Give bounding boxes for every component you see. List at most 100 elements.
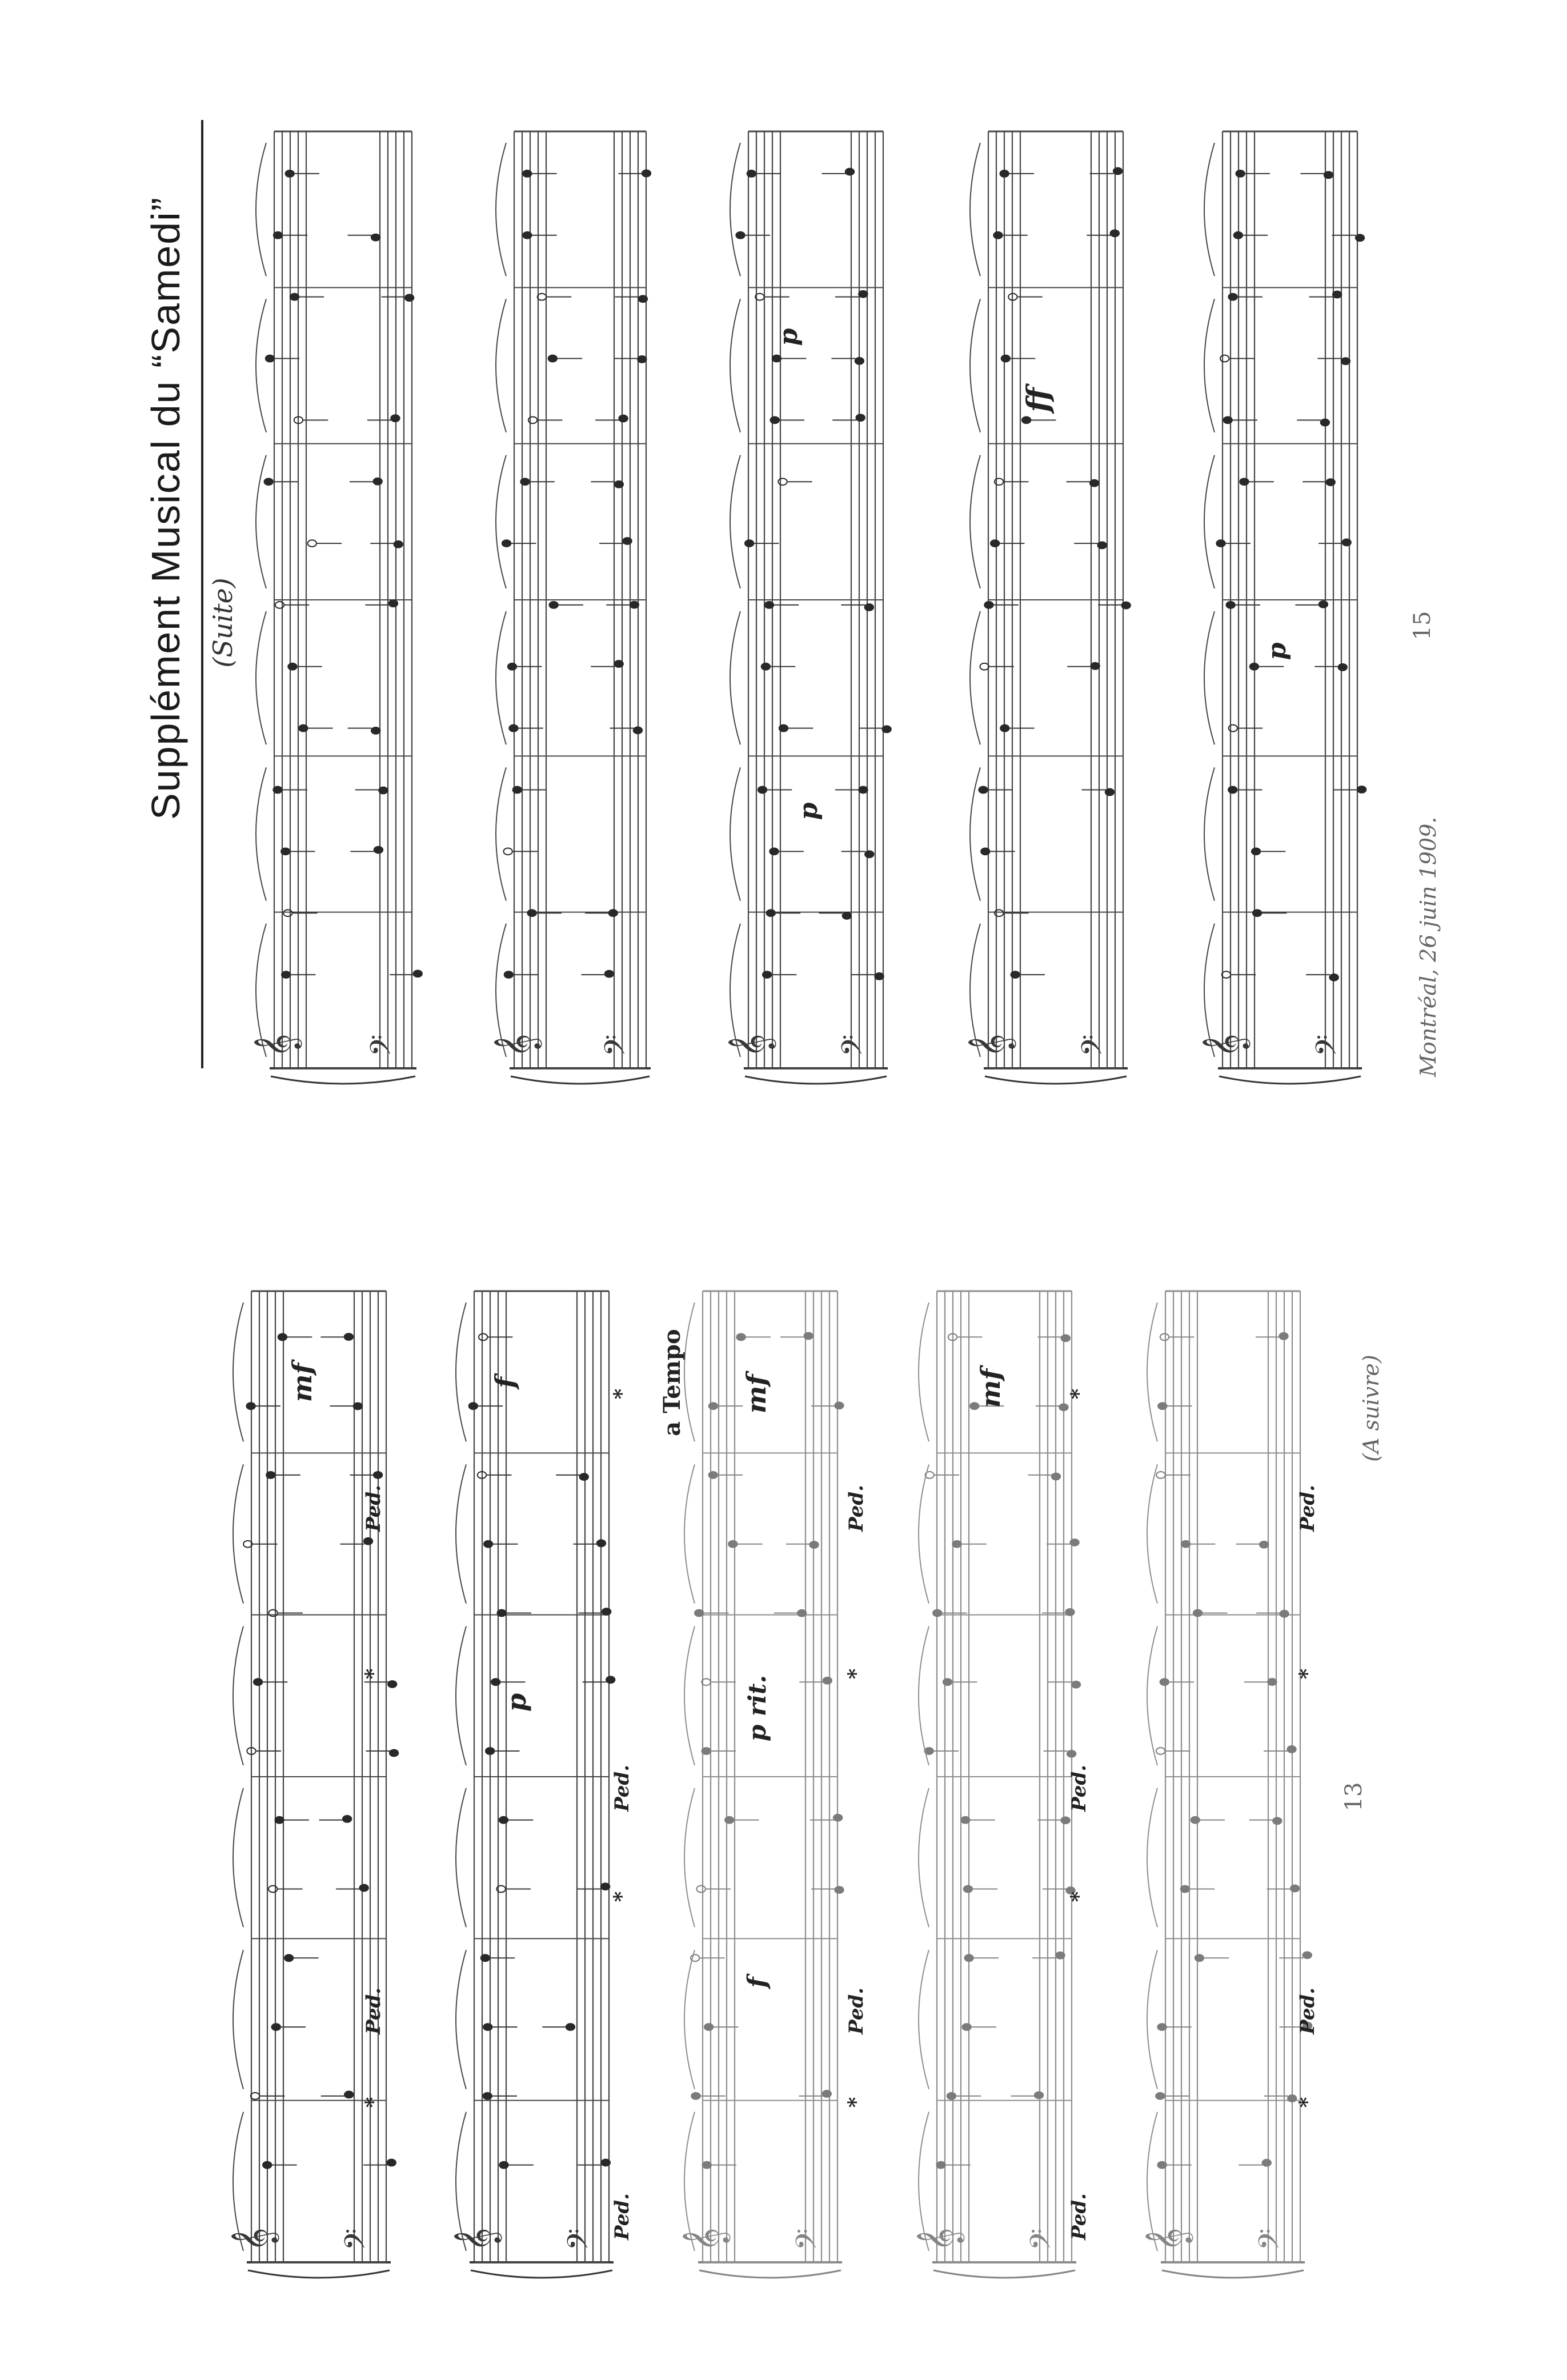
note-head [1302,2021,1313,2030]
slur [233,2111,244,2251]
note-head [503,847,513,856]
note-head [960,1816,971,1824]
note-head [1272,1817,1283,1825]
note-head [596,1539,607,1548]
slur [684,1626,695,1766]
slur [969,299,981,432]
note-head [1060,1334,1071,1343]
note-head [1320,418,1330,427]
note-head [387,1680,398,1688]
note-head [1112,167,1123,175]
note-head [246,1402,256,1411]
note-head [946,2091,957,2100]
note-head [468,1402,479,1411]
note-head [298,724,308,732]
slur [1147,1302,1158,1442]
slur [1147,2111,1158,2251]
note-head [1323,171,1334,179]
note-head [271,2023,281,2031]
score-system-upper-2: 𝄞𝄢 [493,130,652,1085]
note-head [632,726,643,735]
note-head [263,478,274,486]
note-head [1010,971,1020,979]
note-head [1279,1332,1289,1340]
note-head [1065,1608,1075,1616]
note-head [1071,1680,1081,1689]
note-head [629,600,640,609]
note-head [386,2158,396,2167]
note-head [614,660,624,668]
note-head [1225,601,1236,609]
notes [924,1333,1081,2169]
note-head [1279,1609,1289,1618]
note-head [250,2091,261,2100]
note-head [373,846,384,854]
note-head [1156,1471,1166,1479]
note-head [1089,479,1100,487]
slur [495,611,507,745]
slur [918,1788,929,1928]
note-head [1216,539,1226,547]
note-head [503,971,514,979]
slur [455,1464,467,1604]
slur [233,1464,244,1604]
slur [233,1626,244,1766]
note-head [483,2023,493,2031]
note-head [272,231,283,239]
pedal-marking: Ped. [362,1485,385,1532]
note-head [637,355,647,363]
slur [1147,1464,1158,1604]
note-head [372,1471,383,1479]
notes [263,170,423,979]
note-head [770,416,780,424]
pedal-release: * [610,1891,634,1902]
note-head [764,601,775,609]
note-head [496,1609,507,1617]
note-head [1000,354,1011,363]
note-head [1289,1884,1300,1893]
pedal-marking: Ped. [611,2193,634,2241]
pedal-release: * [1067,1388,1091,1399]
note-head [508,724,519,732]
slur [495,299,507,432]
note-head [498,1816,509,1824]
note-head [989,539,1000,547]
treble-clef-icon: 𝄞 [453,2227,502,2251]
dynamic-p: p [501,1693,532,1712]
slur [233,1950,244,2089]
note-head [980,847,991,856]
note-head [701,1747,711,1755]
score-system-upper-5: 𝄞𝄢 [1201,130,1367,1085]
dynamic-mf: mf [741,1371,772,1414]
pedal-release: * [1295,1668,1319,1679]
rit-marking: p rit. [743,1675,771,1741]
treble-clef-icon: 𝄞 [682,2227,730,2251]
slur [969,611,981,745]
slur [969,142,981,277]
slur [495,923,507,1057]
note-head [964,1954,974,1962]
bass-clef-icon: 𝄢 [790,2229,830,2251]
bass-clef-icon: 𝄢 [836,1035,876,1057]
slur [455,1302,467,1442]
slur [495,455,507,589]
note-head [803,1332,813,1340]
note-head [978,786,988,794]
note-head [527,909,537,917]
note-head [1332,290,1342,299]
slur [1204,767,1215,901]
note-head [343,1333,354,1341]
slur [1204,611,1215,745]
pedal-release: * [1067,1891,1091,1902]
note-head [274,1816,284,1824]
note-head [1180,1540,1191,1548]
note-head [601,1608,612,1616]
note-head [606,1676,616,1684]
pedal-marking: Ped. [845,1988,868,2035]
notes [1155,1332,1313,2169]
bass-clef-icon: 𝄢 [599,1035,639,1057]
note-head [522,170,532,178]
note-head [735,231,746,239]
slur [684,2111,695,2251]
